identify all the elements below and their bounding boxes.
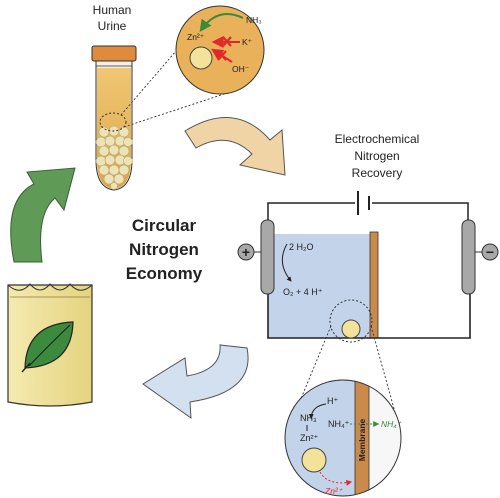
water-oxidation-arrow xyxy=(281,243,292,282)
top-inset-zn: Zn²⁺ xyxy=(187,32,205,42)
cathode-chamber xyxy=(378,234,470,338)
tube-magnifier-region xyxy=(99,112,127,132)
cne-title-line2: Nitrogen xyxy=(129,240,199,259)
tube-cap xyxy=(91,45,137,62)
urine-label-line2: Urine xyxy=(98,19,127,33)
cne-title-line1: Circular xyxy=(132,216,197,235)
anode-terminal-icon xyxy=(237,243,255,261)
water-label: 2 H₂O xyxy=(289,242,314,252)
oxygen-protons-label: O₂ + 4 H⁺ xyxy=(283,287,323,297)
cathode-electrode xyxy=(461,219,476,295)
enr-label-line2: Nitrogen xyxy=(354,149,399,163)
cycle-arrow-recovery-to-fertilizer xyxy=(142,344,249,420)
membrane-label: Membrane xyxy=(357,418,367,461)
anode-plus-sign: + xyxy=(242,244,250,260)
bottom-inset-h: H⁺ xyxy=(327,396,338,406)
cycle-arrow-fertilizer-to-urine xyxy=(10,167,76,263)
bottom-inset-nh4-out: NH₄⁺ xyxy=(381,419,403,429)
cycle-arrow-urine-to-recovery xyxy=(184,116,286,176)
bottom-inset-nh4: NH₄⁺ xyxy=(328,419,350,429)
top-inset-magnified xyxy=(175,5,265,95)
electrochemical-cell xyxy=(237,191,499,343)
top-inset-oh: OH⁻ xyxy=(232,64,250,74)
fertilizer-bag xyxy=(7,283,93,407)
bottom-inset-zn-out: Zn²⁺ xyxy=(324,486,344,496)
nh3-binding-arrow xyxy=(199,13,244,32)
urine-label-line1: Human xyxy=(93,3,132,17)
proton-transfer-arrow xyxy=(308,403,327,419)
particle-bottom-inset xyxy=(301,447,327,473)
cathode-terminal-icon xyxy=(481,243,499,261)
enr-label-line1: Electrochemical xyxy=(335,132,420,146)
cell-magnifier-region xyxy=(329,299,373,343)
urine-test-tube xyxy=(91,45,137,191)
leaf-icon xyxy=(21,321,74,373)
bag-top-fold xyxy=(7,283,93,291)
particle-top-inset xyxy=(189,46,213,70)
membrane xyxy=(369,231,379,339)
top-inset-k: K⁺ xyxy=(242,37,253,47)
cathode-minus-sign: − xyxy=(486,244,494,260)
block-x-icon xyxy=(217,36,232,61)
top-inset-nh3: NH₃ xyxy=(246,15,262,25)
cne-title-line3: Economy xyxy=(126,264,203,283)
bottom-inset-zn: Zn²⁺ xyxy=(300,433,319,443)
particle-near-membrane xyxy=(341,319,361,339)
enr-label-line3: Recovery xyxy=(352,166,403,180)
anode-electrode xyxy=(260,219,275,295)
bottom-inset-nh3: NH₃ xyxy=(300,413,317,423)
zoom-line-bottom xyxy=(123,91,231,128)
